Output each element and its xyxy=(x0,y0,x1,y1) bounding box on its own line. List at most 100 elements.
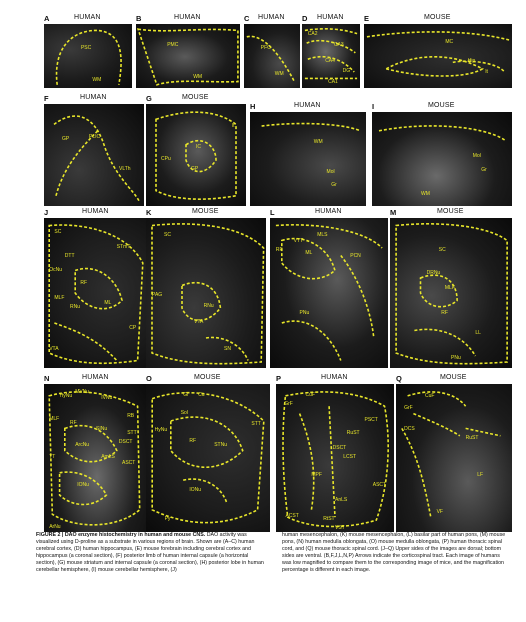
panel-g-outlines xyxy=(146,104,246,206)
region-label: RuST xyxy=(465,434,479,441)
region-label: RNu xyxy=(203,302,214,309)
region-label: RuST xyxy=(346,430,360,437)
panel-l-outlines xyxy=(270,218,388,368)
panel-e-outlines xyxy=(364,24,512,88)
region-label: RF xyxy=(80,280,88,286)
panel-p-letter: P xyxy=(276,374,282,383)
region-label: ASCT xyxy=(122,459,136,466)
region-outline xyxy=(49,392,139,525)
region-outline xyxy=(402,392,501,517)
region-label: HyNu xyxy=(154,427,168,434)
region-outline xyxy=(247,36,295,81)
region-label: PFC xyxy=(260,45,271,52)
region-label: VTA xyxy=(194,319,204,325)
region-label: WM xyxy=(193,74,203,81)
region-label: SINu xyxy=(96,425,108,432)
panel-d-letter: D xyxy=(302,14,308,23)
region-label: Sol xyxy=(180,409,188,416)
region-label: WM xyxy=(274,71,284,77)
region-label: CA3 xyxy=(333,42,344,49)
panel-j-letter: J xyxy=(44,208,49,217)
region-label: MVNu xyxy=(75,388,90,395)
region-label: ArcNu xyxy=(75,442,90,449)
region-label: TT xyxy=(49,454,56,461)
panel-k-species: MOUSE xyxy=(192,208,219,215)
region-label: RNu xyxy=(70,304,81,310)
region-label: PSCT xyxy=(364,417,378,424)
region-label: VLTh xyxy=(119,166,131,173)
region-label: IONu xyxy=(189,486,202,493)
panel-c-letter: C xyxy=(244,14,250,23)
region-label: WM xyxy=(313,139,323,146)
region-label: STmT xyxy=(116,244,131,250)
panel-e-species: MOUSE xyxy=(424,14,451,21)
caption-left: FIGURE 2 | DAO enzyme histochemistry in … xyxy=(36,532,264,575)
panel-o-outlines xyxy=(146,384,270,532)
region-label: AmLS xyxy=(101,454,115,461)
region-label: RF xyxy=(70,420,77,426)
region-outline xyxy=(152,393,264,523)
panel-h-letter: H xyxy=(250,102,256,111)
region-label: lt xyxy=(485,69,488,76)
panel-c-species: HUMAN xyxy=(258,14,285,21)
region-label: IC xyxy=(196,143,201,150)
region-label: MC xyxy=(445,39,454,45)
panel-q-outlines xyxy=(396,384,512,532)
region-label: OcNu xyxy=(49,266,62,273)
region-outline xyxy=(138,29,238,85)
region-outline xyxy=(152,224,264,364)
region-label: CA1 xyxy=(328,79,338,86)
region-label: MLF xyxy=(444,284,455,291)
panel-i-letter: I xyxy=(372,102,375,111)
region-label: ML xyxy=(305,250,313,256)
region-label: VTT xyxy=(293,238,304,244)
panel-e-letter: E xyxy=(364,14,370,23)
panel-q-species: MOUSE xyxy=(440,374,467,381)
region-label: DG xyxy=(342,67,351,74)
region-label: RtST xyxy=(323,516,335,523)
region-label: Gr xyxy=(331,181,337,188)
region-label: ArNu xyxy=(49,523,61,530)
region-label: CP xyxy=(129,325,137,331)
region-label: GrF xyxy=(404,405,413,412)
region-label: CPu xyxy=(161,156,171,163)
panel-n-letter: N xyxy=(44,374,50,383)
panel-b-outlines xyxy=(136,24,240,88)
panel-g-letter: G xyxy=(146,94,152,103)
panel-h-outlines xyxy=(250,112,366,206)
panel-m-species: MOUSE xyxy=(437,208,464,215)
panel-o-letter: O xyxy=(146,374,152,383)
panel-m-letter: M xyxy=(390,208,397,217)
region-label: VST xyxy=(335,525,345,531)
caption-title: FIGURE 2 | DAO enzyme histochemistry in … xyxy=(36,532,206,538)
caption-text-right: human mesencephalon, (K) mouse mesenceph… xyxy=(282,532,506,574)
panel-n-species: HUMAN xyxy=(82,374,109,381)
panel-f-letter: F xyxy=(44,94,49,103)
panel-h-species: HUMAN xyxy=(294,102,321,109)
region-label: ACST xyxy=(285,513,299,520)
panel-b-letter: B xyxy=(136,14,142,23)
panel-n-outlines xyxy=(44,384,148,532)
region-label: SC xyxy=(54,229,62,235)
region-outline xyxy=(276,225,382,361)
region-label: CuF xyxy=(425,393,435,400)
region-label: CuF xyxy=(305,391,315,398)
panel-c-outlines xyxy=(244,24,300,88)
region-label: STT xyxy=(251,421,261,428)
panel-o-species: MOUSE xyxy=(194,374,221,381)
region-label: LL xyxy=(475,329,481,336)
region-label: DRNu xyxy=(426,269,441,276)
region-label: DTT xyxy=(64,253,75,259)
caption-text-left: DAO activity was visualized using D-prol… xyxy=(36,532,264,574)
region-label: Py xyxy=(164,516,171,523)
panel-i-outlines xyxy=(372,112,512,206)
region-outline xyxy=(367,32,509,76)
region-label: RB xyxy=(127,412,135,419)
